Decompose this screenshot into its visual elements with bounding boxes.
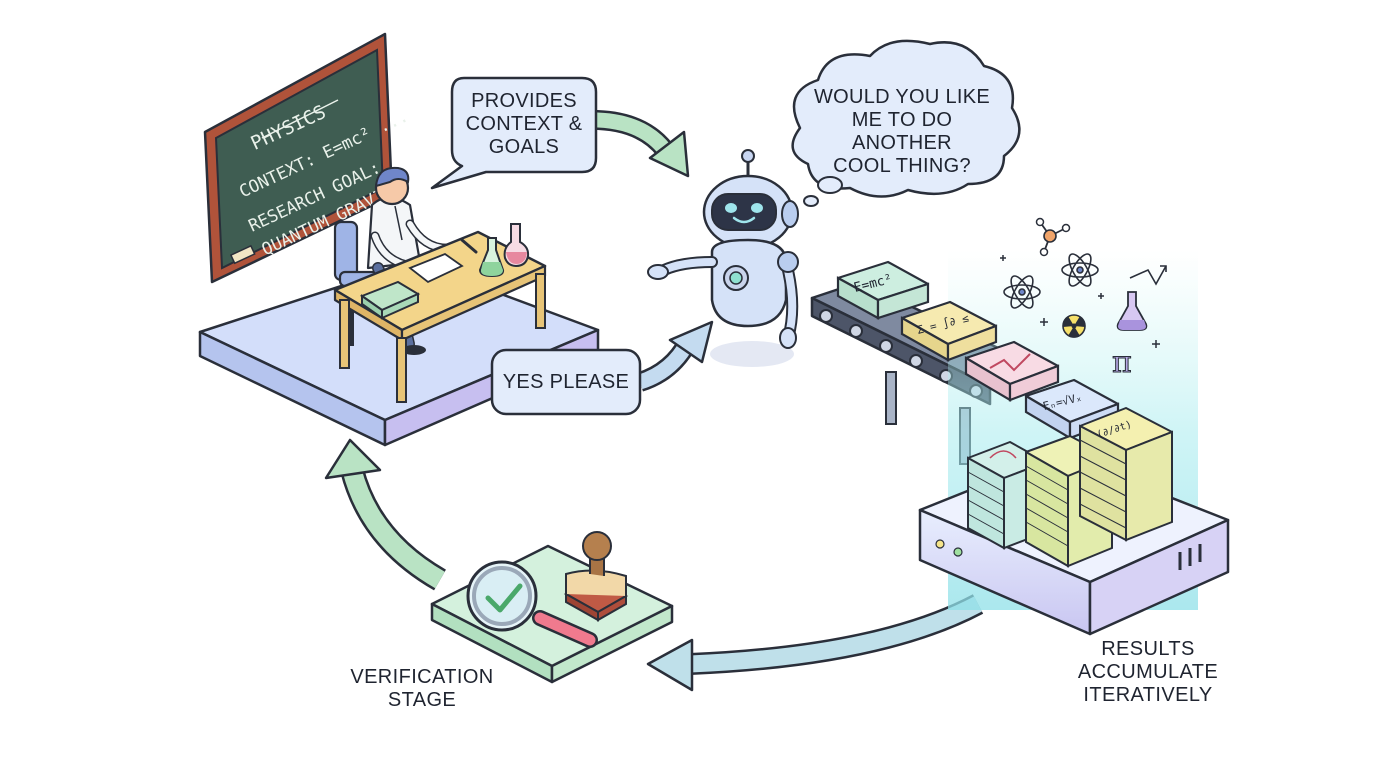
caption-results-line-3: ITERATIVELY — [1083, 684, 1213, 706]
verification-pad — [430, 544, 674, 684]
caption-results-line-2: ACCUMULATE — [1077, 661, 1219, 683]
card-1 — [836, 260, 930, 320]
card-stack-right — [1079, 407, 1173, 542]
sparkle-icons — [1000, 255, 1160, 348]
beaker-green — [478, 237, 505, 278]
desk — [333, 223, 547, 403]
card-2 — [900, 300, 998, 362]
magnifying-glass — [466, 560, 598, 648]
caption-verification: VERIFICATION STAGE — [332, 666, 512, 712]
thought-line-3: COOL THING? — [833, 155, 971, 177]
caption-results-line-1: RESULTS — [1101, 638, 1195, 660]
server-led-yellow — [935, 539, 945, 549]
atom-icon-right — [1061, 253, 1099, 287]
arrow-verification-to-scientist — [324, 438, 447, 591]
chalk-eraser — [229, 244, 256, 265]
vector-arrows-icon — [1129, 265, 1167, 286]
bubble-context-text: PROVIDES CONTEXT & GOALS — [456, 90, 592, 159]
pi-symbol: π — [1112, 345, 1132, 380]
bubble-context-line-1: PROVIDES — [471, 90, 577, 112]
checkmark-icon — [485, 583, 523, 613]
thought-cloud — [791, 39, 1021, 207]
card-3 — [964, 340, 1060, 402]
bubble-reply-text: YES PLEASE — [502, 371, 630, 393]
rubber-stamp — [563, 531, 629, 622]
bubble-context — [430, 76, 598, 190]
arrow-context-to-robot — [584, 109, 690, 178]
arrow-reply-to-robot — [636, 320, 714, 392]
caption-verification-line-2: STAGE — [387, 689, 457, 711]
server-led-green — [953, 547, 963, 557]
thought-cloud-text: WOULD YOU LIKE ME TO DO ANOTHER COOL THI… — [800, 86, 1004, 178]
thought-line-2: ME TO DO ANOTHER — [851, 109, 953, 154]
floating-symbols: π — [1000, 217, 1167, 381]
radiation-icon — [1062, 314, 1086, 338]
caption-results: RESULTS ACCUMULATE ITERATIVELY — [1060, 638, 1236, 707]
robot — [647, 149, 799, 367]
thought-line-1: WOULD YOU LIKE — [813, 86, 991, 108]
caption-verification-line-1: VERIFICATION — [350, 666, 494, 688]
bubble-context-line-2: CONTEXT & — [465, 113, 583, 135]
card-stacks: (∂/∂t) — [967, 407, 1173, 568]
flask-icon — [1116, 291, 1148, 331]
bubble-reply — [490, 348, 642, 416]
arrow-results-to-verification — [646, 594, 984, 692]
result-cards: E=mc² Σ = ∫∂ ≤ Eₙ=√Vₓ — [836, 260, 1120, 440]
blackboard: PHYSICS CONTEXT: E=mc² ... RESEARCH GOAL… — [203, 32, 412, 284]
beaker-red — [503, 223, 530, 268]
molecule-icon — [1035, 217, 1071, 257]
bubble-context-line-3: GOALS — [488, 136, 560, 158]
atom-icon-left — [1003, 275, 1041, 309]
